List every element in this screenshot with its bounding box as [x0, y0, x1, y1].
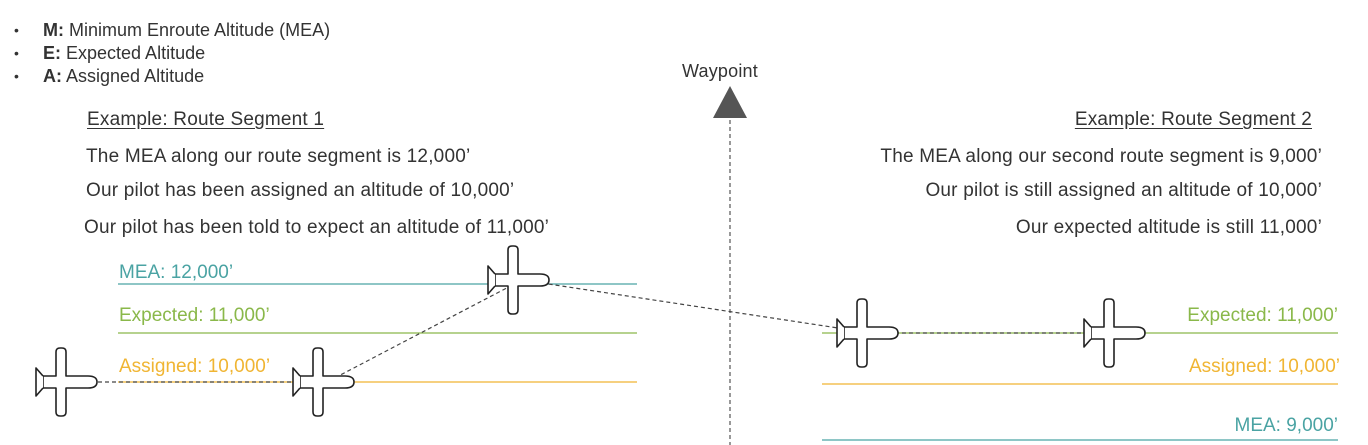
segment2-assigned-label: Assigned: 10,000’ — [1188, 356, 1340, 377]
segment1-expected-label: Expected: 11,000’ — [119, 305, 270, 326]
airplane-icon — [836, 298, 899, 368]
segment2-line-assigned: Our pilot is still assigned an altitude … — [925, 180, 1322, 201]
airplane-icon — [35, 347, 98, 417]
legend-item-expected: • E: Expected Altitude — [14, 42, 330, 65]
segment2-title: Example: Route Segment 2 — [1074, 109, 1312, 130]
segment1-line-mea: The MEA along our route segment is 12,00… — [86, 146, 471, 167]
legend-item-mea: • M: Minimum Enroute Altitude (MEA) — [14, 19, 330, 42]
legend-text: Assigned Altitude — [62, 66, 205, 86]
airplane-icon — [292, 347, 355, 417]
segment1-assigned-label: Assigned: 10,000’ — [119, 356, 271, 377]
airplane-icon — [487, 245, 550, 315]
flight-path-line — [70, 279, 1118, 383]
airplane-icon — [1083, 298, 1146, 368]
waypoint-triangle-icon — [713, 86, 747, 118]
legend-key: A: — [43, 66, 62, 86]
segment1-mea-label: MEA: 12,000’ — [119, 262, 234, 283]
segment2-expected-label: Expected: 11,000’ — [1187, 305, 1338, 326]
segment2-mea-label: MEA: 9,000’ — [1234, 415, 1339, 436]
segment2-line-mea: The MEA along our second route segment i… — [880, 146, 1322, 167]
legend-key: E: — [43, 43, 61, 63]
legend-item-assigned: • A: Assigned Altitude — [14, 65, 330, 88]
legend-text: Expected Altitude — [61, 43, 206, 63]
waypoint-label: Waypoint — [682, 61, 758, 81]
bullet-icon: • — [14, 68, 19, 84]
bullet-icon: • — [14, 22, 19, 38]
legend-text: Minimum Enroute Altitude (MEA) — [64, 20, 331, 40]
segment2-line-expected: Our expected altitude is still 11,000’ — [1015, 217, 1322, 238]
segment1-title: Example: Route Segment 1 — [87, 109, 325, 130]
segment1-line-assigned: Our pilot has been assigned an altitude … — [86, 180, 515, 201]
segment1-line-expected: Our pilot has been told to expect an alt… — [84, 217, 550, 238]
legend-key: M: — [43, 20, 64, 40]
legend-list: • M: Minimum Enroute Altitude (MEA) • E:… — [14, 19, 330, 88]
bullet-icon: • — [14, 45, 19, 61]
